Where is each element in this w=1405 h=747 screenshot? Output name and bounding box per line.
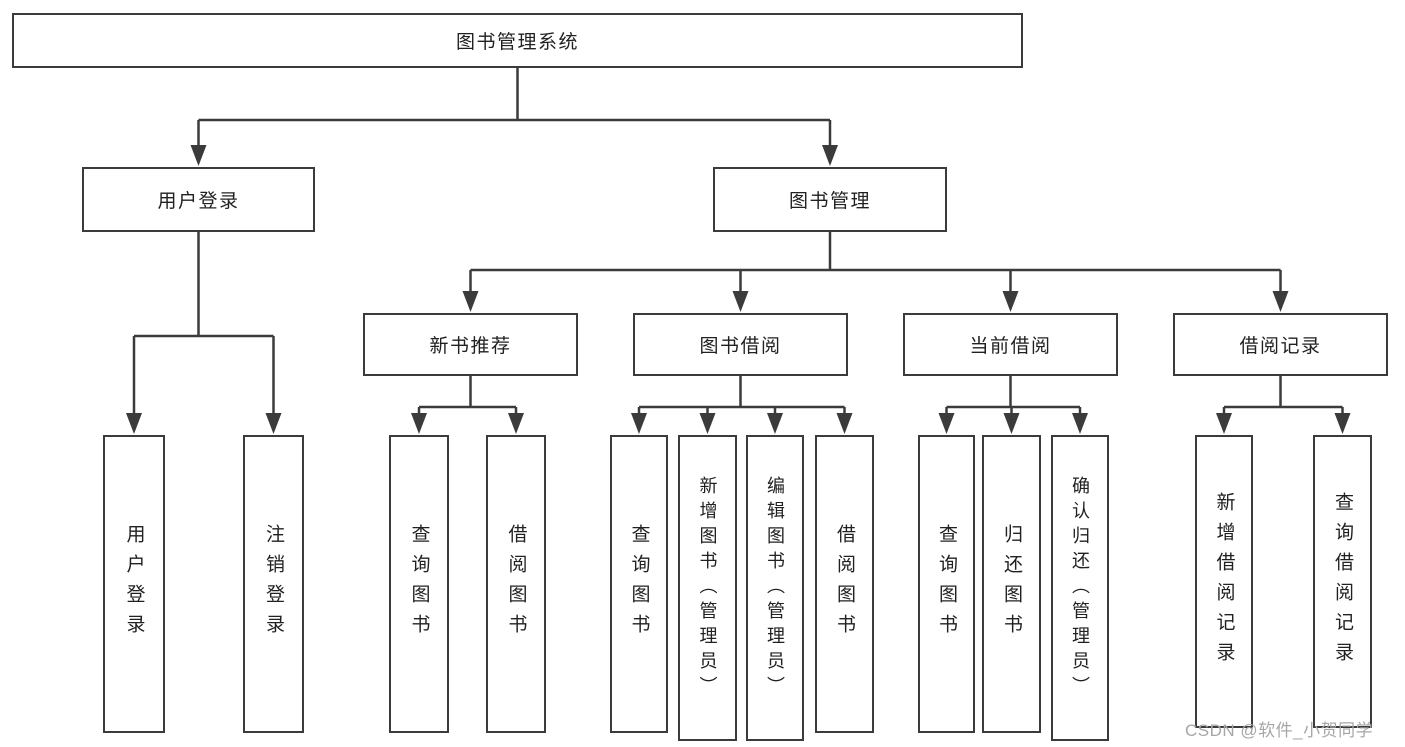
connector-userlogin-to-leaves [126,232,282,434]
node-leaf-cb-query-book: 查询图书 [918,435,975,733]
connector-newbookrec-to-leaves [411,376,524,434]
csdn-watermark: CSDN @软件_小贺同学 [1185,721,1374,740]
connector-borrowrecords-to-leaves [1216,376,1351,434]
leaf-label: 编辑图书（管理员） [765,475,785,701]
node-new-book-recommend: 新书推荐 [363,313,578,376]
node-book-borrow: 图书借阅 [633,313,848,376]
leaf-label: 归还图书 [1001,524,1022,644]
connector-bookborrow-to-leaves [631,376,853,434]
node-leaf-br-add-record: 新增借阅记录 [1195,435,1253,728]
node-book-management: 图书管理 [713,167,947,232]
connector-root-to-level2 [190,68,838,166]
leaf-label: 查询图书 [628,524,650,644]
leaf-label: 注销登录 [263,524,284,644]
leaf-label: 确认归还（管理员） [1070,475,1090,701]
connector-bookmgmt-to-level3 [462,232,1289,312]
node-leaf-cb-return-book: 归还图书 [982,435,1041,733]
node-leaf-bb-query-book: 查询图书 [610,435,668,733]
node-leaf-cb-confirm-return-admin: 确认归还（管理员） [1051,435,1109,741]
leaf-label: 用户登录 [123,524,145,644]
node-leaf-user-login: 用户登录 [103,435,165,733]
node-user-login: 用户登录 [82,167,315,232]
node-leaf-br-query-record: 查询借阅记录 [1313,435,1372,728]
node-leaf-bb-add-book-admin: 新增图书（管理员） [678,435,737,741]
node-leaf-nb-borrow-book: 借阅图书 [486,435,546,733]
node-root-library-system: 图书管理系统 [12,13,1023,68]
node-current-borrow: 当前借阅 [903,313,1118,376]
node-leaf-bb-borrow-book: 借阅图书 [815,435,874,733]
leaf-label: 新增借阅记录 [1213,491,1235,672]
connector-currentborrow-to-leaves [938,376,1088,434]
leaf-label: 查询图书 [408,524,430,644]
node-borrow-records: 借阅记录 [1173,313,1388,376]
leaf-label: 查询借阅记录 [1332,491,1353,672]
leaf-label: 查询图书 [936,524,957,644]
node-leaf-logout: 注销登录 [243,435,304,733]
leaf-label: 新增图书（管理员） [697,475,718,701]
node-leaf-bb-edit-book-admin: 编辑图书（管理员） [746,435,804,741]
leaf-label: 借阅图书 [505,524,527,644]
node-leaf-nb-query-book: 查询图书 [389,435,449,733]
leaf-label: 借阅图书 [834,524,855,644]
